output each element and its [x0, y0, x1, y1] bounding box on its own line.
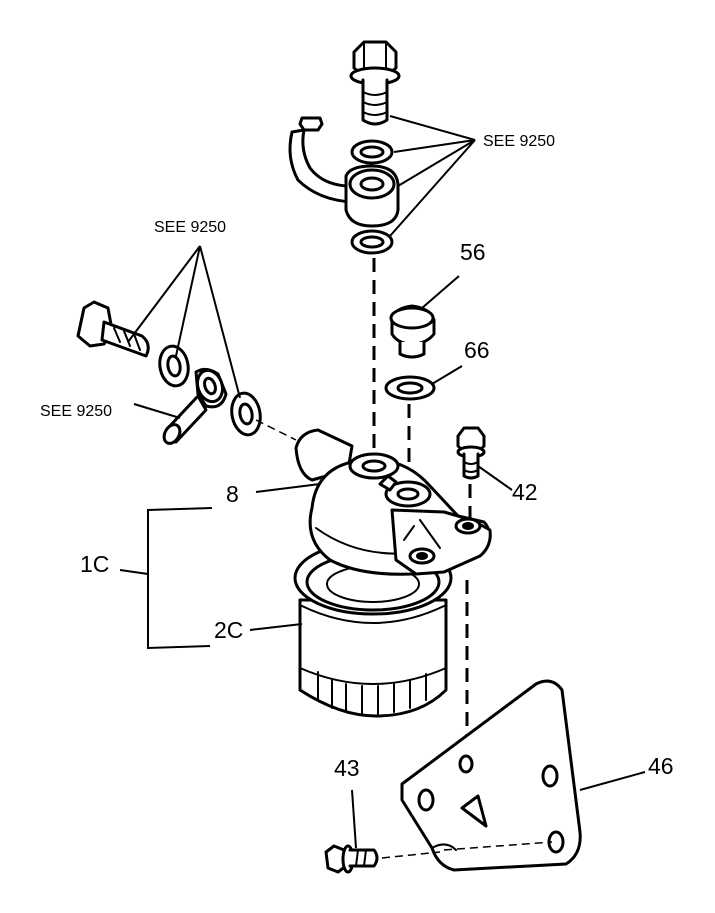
leader-see-left: [133, 403, 181, 419]
callout-see-9250-top: SEE 9250: [483, 133, 555, 150]
left-washer-lower: [230, 391, 262, 437]
callout-66: 66: [464, 337, 490, 363]
centerline-left: [255, 419, 297, 441]
bolt-43: [324, 844, 379, 874]
leader-56: [421, 275, 460, 309]
leader-46: [579, 771, 646, 791]
leader-42: [477, 465, 513, 491]
leader-1c: [119, 569, 149, 575]
callout-56: 56: [460, 239, 486, 265]
callout-see-9250-left-top: SEE 9250: [154, 219, 226, 236]
callout-8: 8: [226, 481, 239, 507]
top-washer-lower: [350, 229, 394, 255]
leader-8: [255, 483, 321, 493]
plug-56: [389, 304, 436, 359]
left-fuel-fitting: [162, 367, 228, 445]
callout-see-9250-left: SEE 9250: [40, 403, 112, 420]
leader-2c: [249, 623, 303, 631]
callout-43: 43: [334, 755, 360, 781]
mounting-bracket-46: [400, 679, 582, 872]
top-banjo-bolt: [349, 40, 401, 126]
leader-43: [351, 789, 357, 849]
callout-42: 42: [512, 479, 538, 505]
callout-1c: 1C: [80, 551, 109, 577]
leaders-see-top: [389, 115, 476, 237]
bolt-42: [456, 426, 486, 480]
filter-head-8: [294, 428, 492, 576]
leader-66: [431, 365, 463, 385]
callout-46: 46: [648, 753, 674, 779]
bracket-1c: [147, 507, 213, 650]
left-washer-upper: [158, 344, 190, 388]
centerline-bolt43: [381, 851, 441, 859]
callout-2c: 2C: [214, 617, 243, 643]
left-banjo-bolt: [76, 300, 150, 358]
top-washer-upper: [350, 139, 394, 165]
top-fuel-line: [288, 116, 400, 228]
washer-66: [384, 375, 436, 401]
centerline-bolt43-hidden: [443, 841, 553, 851]
leaders-see-left-top: [127, 245, 241, 399]
